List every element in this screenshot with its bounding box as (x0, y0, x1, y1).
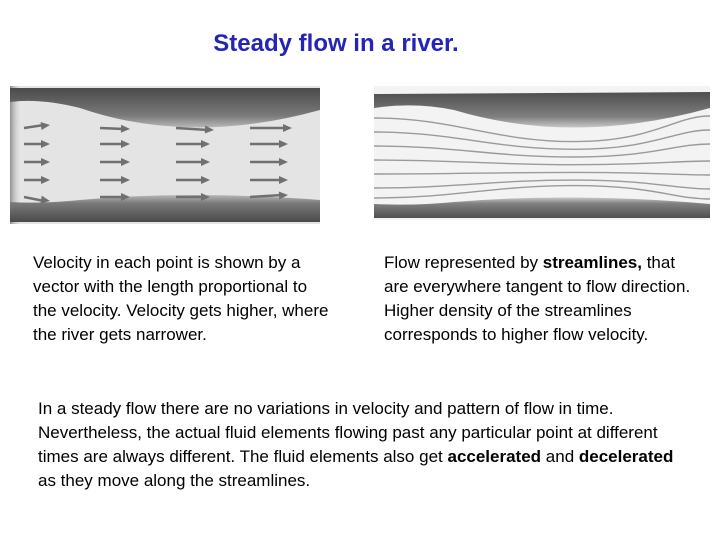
velocity-arrow-head (278, 191, 288, 200)
velocity-arrow-head (41, 158, 50, 166)
velocity-arrow-shaft (175, 126, 209, 132)
velocity-arrow-head (40, 122, 50, 131)
velocity-arrow-head (41, 140, 50, 148)
streamline-description: Flow represented by streamlines, that ar… (384, 251, 704, 347)
velocity-arrow-head (41, 176, 50, 184)
velocity-arrow-head (121, 158, 130, 166)
streamline (374, 115, 710, 143)
streamline-text-end: that are everywhere tangent to flow dire… (384, 253, 691, 344)
velocity-arrow-shaft (23, 123, 45, 130)
velocity-arrow-head (120, 124, 130, 133)
accelerated-term: accelerated (447, 447, 542, 466)
decelerated-term: decelerated (578, 447, 674, 466)
streamlines-term: streamlines, (542, 253, 642, 272)
streamline (374, 184, 710, 200)
explanation-part-3: as they move along the streamlines. (38, 471, 311, 490)
river-bank-bottom (374, 197, 710, 218)
velocity-vector-diagram (10, 86, 320, 224)
river-bank-top (10, 88, 320, 128)
streamline (374, 179, 710, 190)
velocity-arrow-head (279, 176, 288, 184)
velocity-description: Velocity in each point is shown by a vec… (33, 253, 329, 344)
explanation-part-1: In a steady flow there are no variations… (38, 399, 658, 466)
velocity-arrow-head (121, 176, 130, 184)
streamline (374, 143, 710, 158)
river-bank-top (374, 92, 710, 128)
velocity-arrow-shaft (99, 126, 125, 131)
streamline (374, 171, 710, 176)
velocity-arrow-head (121, 140, 130, 148)
streamline (374, 159, 710, 166)
velocity-arrow-shaft (23, 195, 45, 203)
streamline-diagram (374, 86, 710, 220)
streamline (374, 129, 710, 151)
velocity-arrow-head (40, 195, 50, 204)
velocity-arrow-head (279, 140, 288, 148)
velocity-arrow-head (201, 176, 210, 184)
steady-flow-explanation: In a steady flow there are no variations… (38, 397, 688, 493)
river-bank-bottom (10, 195, 320, 222)
velocity-arrow-head (204, 125, 214, 134)
streamline-text-start: Flow represented by (384, 253, 543, 272)
velocity-arrow-head (283, 124, 292, 132)
explanation-part-2: and (541, 447, 579, 466)
velocity-arrows (23, 122, 292, 204)
velocity-arrow-head (279, 158, 288, 166)
velocity-arrow-head (201, 140, 210, 148)
velocity-arrow-head (201, 158, 210, 166)
velocity-arrow-head (201, 193, 210, 201)
velocity-arrow-shaft (249, 193, 283, 199)
streamlines (374, 115, 710, 200)
page-title: Steady flow in a river. (213, 30, 459, 57)
velocity-arrow-head (121, 193, 130, 201)
